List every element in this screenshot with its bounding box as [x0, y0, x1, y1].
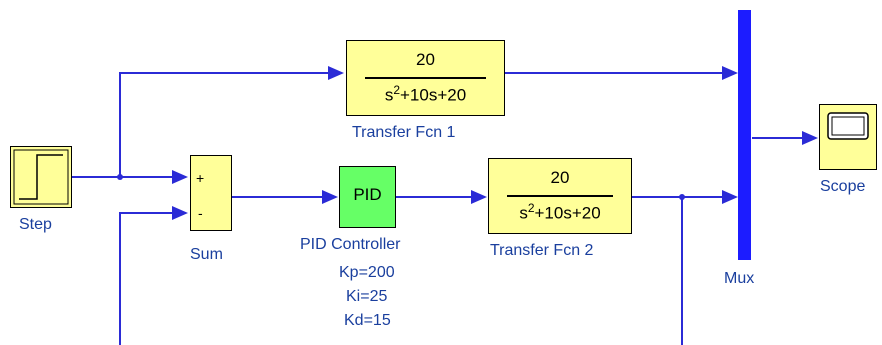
transfer-fcn-1-label: Transfer Fcn 1	[352, 124, 456, 141]
tf2-fraction-bar	[507, 195, 613, 197]
scope-label: Scope	[820, 178, 866, 195]
pid-param-ki: Ki=25	[346, 288, 388, 305]
arrowhead-tf2	[471, 190, 487, 204]
scope-icon	[827, 112, 869, 140]
transfer-fcn-2-label: Transfer Fcn 2	[490, 242, 594, 259]
mux-label: Mux	[724, 270, 755, 287]
arrowhead-sum-plus	[172, 170, 188, 184]
sum-label: Sum	[190, 246, 223, 263]
arrowhead-sum-minus	[172, 206, 188, 220]
arrowhead-mux-bottom	[722, 190, 738, 204]
tf1-denominator: s2+10s+20	[384, 83, 467, 105]
mux-block	[738, 10, 751, 260]
step-block[interactable]	[10, 146, 72, 208]
tf2-denominator: s2+10s+20	[519, 201, 601, 223]
pid-param-kp: Kp=200	[339, 264, 395, 281]
pid-block-text: PID	[353, 185, 382, 204]
sum-plus-sign: +	[196, 170, 205, 186]
pid-label: PID Controller	[300, 236, 401, 253]
tf1-fraction-bar	[365, 77, 486, 79]
arrowhead-mux-top	[722, 66, 738, 80]
tf2-numerator: 20	[550, 168, 570, 187]
pid-param-kd: Kd=15	[344, 312, 391, 329]
branch-point-step	[117, 174, 123, 180]
arrowhead-tf1	[328, 66, 344, 80]
arrowhead-pid	[322, 190, 338, 204]
pid-block[interactable]: PID	[339, 166, 396, 228]
step-icon	[13, 149, 69, 205]
transfer-fcn-2-block[interactable]: 20 s2+10s+20	[488, 158, 632, 234]
scope-block[interactable]	[819, 104, 877, 170]
sum-minus-sign: -	[198, 205, 203, 221]
wire-branch-tf1	[119, 72, 328, 177]
branch-point-tf2	[679, 194, 685, 200]
step-label: Step	[19, 216, 52, 233]
transfer-fcn-1-block[interactable]: 20 s2+10s+20	[346, 40, 505, 116]
arrowhead-scope	[802, 131, 818, 145]
sum-block[interactable]: + -	[190, 155, 232, 231]
wire-feedback-sum	[119, 212, 172, 345]
tf1-numerator: 20	[416, 50, 435, 69]
